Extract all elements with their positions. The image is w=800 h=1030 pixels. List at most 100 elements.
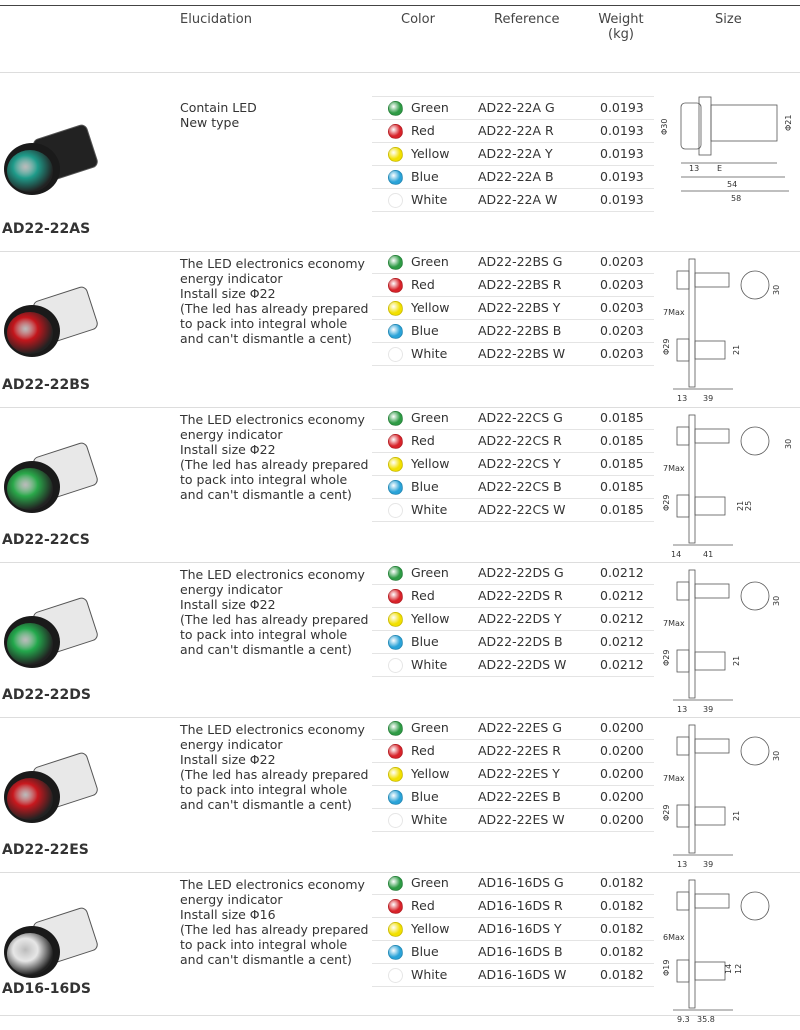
dimension-label: E bbox=[717, 164, 722, 173]
variant-color: Yellow bbox=[411, 300, 450, 315]
variant-weight: 0.0200 bbox=[600, 743, 644, 758]
description-line: The LED electronics economy bbox=[180, 877, 365, 892]
variant-reference: AD22-22CS Y bbox=[478, 456, 561, 471]
variant-color: Green bbox=[411, 100, 449, 115]
color-swatch-icon bbox=[388, 255, 403, 270]
dimension-label: 7Max bbox=[663, 619, 685, 628]
variant-color: White bbox=[411, 502, 448, 517]
top-rule bbox=[0, 5, 800, 6]
description-line: The LED electronics economy bbox=[180, 412, 365, 427]
color-swatch-icon bbox=[388, 411, 403, 426]
variant-weight: 0.0182 bbox=[600, 898, 644, 913]
variant-weight: 0.0193 bbox=[600, 100, 644, 115]
dimension-label: 21 bbox=[732, 656, 741, 666]
color-swatch-icon bbox=[388, 968, 403, 983]
header-size: Size bbox=[715, 12, 742, 27]
variant-weight: 0.0182 bbox=[600, 967, 644, 982]
variant-row: Green AD16-16DS G 0.0182 bbox=[372, 872, 654, 894]
description-line: Install size Φ16 bbox=[180, 907, 276, 922]
color-swatch-icon bbox=[388, 945, 403, 960]
product-photo bbox=[0, 273, 100, 373]
variant-color: Yellow bbox=[411, 456, 450, 471]
color-swatch-icon bbox=[388, 480, 403, 495]
dimension-label: 7Max bbox=[663, 774, 685, 783]
variant-color: Yellow bbox=[411, 921, 450, 936]
variant-reference: AD16-16DS G bbox=[478, 875, 564, 890]
color-swatch-icon bbox=[388, 193, 403, 208]
dimension-label: Φ19 bbox=[662, 960, 671, 976]
variant-weight: 0.0182 bbox=[600, 875, 644, 890]
description-line: New type bbox=[180, 115, 240, 130]
description-line: (The led has already prepared bbox=[180, 922, 369, 937]
dimension-label: 39 bbox=[703, 394, 713, 403]
dimension-label: 21 bbox=[732, 345, 741, 355]
color-swatch-icon bbox=[388, 147, 403, 162]
variant-color: Green bbox=[411, 875, 449, 890]
variant-weight: 0.0212 bbox=[600, 634, 644, 649]
variant-color: Blue bbox=[411, 323, 439, 338]
variant-weight: 0.0203 bbox=[600, 254, 644, 269]
header-reference: Reference bbox=[494, 12, 560, 27]
dimension-label: Φ30 bbox=[660, 119, 669, 135]
color-swatch-icon bbox=[388, 278, 403, 293]
dimension-label: 35.8 bbox=[697, 1015, 715, 1024]
variant-color: Blue bbox=[411, 634, 439, 649]
description-line: Install size Φ22 bbox=[180, 752, 276, 767]
description-line: (The led has already prepared bbox=[180, 767, 369, 782]
variant-color: Red bbox=[411, 743, 435, 758]
variant-weight: 0.0212 bbox=[600, 657, 644, 672]
variant-weight: 0.0185 bbox=[600, 502, 644, 517]
indicator-lens bbox=[7, 623, 53, 665]
dimension-label: 13 bbox=[689, 164, 699, 173]
color-swatch-icon bbox=[388, 790, 403, 805]
variant-color: Red bbox=[411, 588, 435, 603]
dimension-label: 12 bbox=[734, 964, 743, 974]
color-swatch-icon bbox=[388, 744, 403, 759]
description-line: to pack into integral whole bbox=[180, 316, 348, 331]
variant-weight: 0.0193 bbox=[600, 123, 644, 138]
description-line: to pack into integral whole bbox=[180, 472, 348, 487]
variant-reference: AD22-22BS R bbox=[478, 277, 562, 292]
variant-weight: 0.0185 bbox=[600, 410, 644, 425]
description-line: Install size Φ22 bbox=[180, 442, 276, 457]
variant-color: Yellow bbox=[411, 611, 450, 626]
description-line: and can't dismantle a cent) bbox=[180, 331, 352, 346]
color-swatch-icon bbox=[388, 101, 403, 116]
product-photo bbox=[0, 429, 100, 529]
dimension-label: Φ29 bbox=[662, 339, 671, 355]
variant-reference: AD22-22DS G bbox=[478, 565, 564, 580]
variant-reference: AD22-22ES W bbox=[478, 812, 565, 827]
color-swatch-icon bbox=[388, 347, 403, 362]
variant-reference: AD22-22DS B bbox=[478, 634, 563, 649]
variant-color: White bbox=[411, 346, 448, 361]
variant-weight: 0.0200 bbox=[600, 789, 644, 804]
variant-reference: AD22-22DS Y bbox=[478, 611, 562, 626]
indicator-lens bbox=[7, 933, 53, 975]
variant-weight: 0.0200 bbox=[600, 812, 644, 827]
color-swatch-icon bbox=[388, 324, 403, 339]
color-swatch-icon bbox=[388, 301, 403, 316]
variant-reference: AD22-22DS W bbox=[478, 657, 567, 672]
variant-weight: 0.0212 bbox=[600, 565, 644, 580]
description-line: Contain LED bbox=[180, 100, 257, 115]
color-swatch-icon bbox=[388, 434, 403, 449]
variant-reference: AD22-22A G bbox=[478, 100, 555, 115]
dimension-label: 9.3 bbox=[677, 1015, 690, 1024]
variant-reference: AD16-16DS Y bbox=[478, 921, 562, 936]
product-name: AD16-16DS bbox=[2, 981, 91, 997]
dimension-label: 30 bbox=[784, 439, 793, 449]
